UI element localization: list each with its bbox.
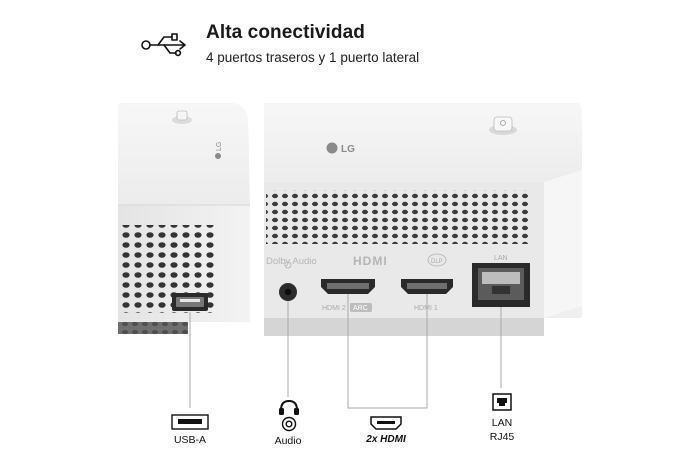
audio-label: Audio [274,435,302,447]
svg-text:LG: LG [341,144,355,155]
svg-text:HDMI: HDMI [353,254,388,268]
lg-logo: LG [326,142,355,155]
hdmi-label: 2x HDMI [366,434,406,445]
connector-lines [189,294,502,409]
usb-a-port-icon [170,412,210,437]
ethernet-port-icon [491,392,513,417]
usb-icon [140,32,190,63]
svg-text:HDMI 1: HDMI 1 [414,305,438,312]
svg-text:HDMI 2: HDMI 2 [322,305,346,312]
svg-text:LG: LG [216,142,223,151]
svg-text:Dolby Audio: Dolby Audio [266,256,317,267]
svg-text:ARC: ARC [353,305,368,312]
usb-a-label: USB-A [173,434,207,446]
page-title: Alta conectividad [206,22,366,43]
page-subtitle: 4 puertos traseros y 1 puerto lateral [206,50,420,65]
device-side-view: LG [118,103,250,334]
lan-rj45-label: LAN RJ45 [489,417,515,443]
device-rear-view: LG Dolby Audio HDMI DLP HDMI 2 ARC HDMI … [264,103,582,336]
headphones-icon [277,398,301,437]
svg-text:DLP: DLP [431,259,443,265]
svg-text:LAN: LAN [494,255,508,262]
hdmi-port-icon [369,415,403,436]
